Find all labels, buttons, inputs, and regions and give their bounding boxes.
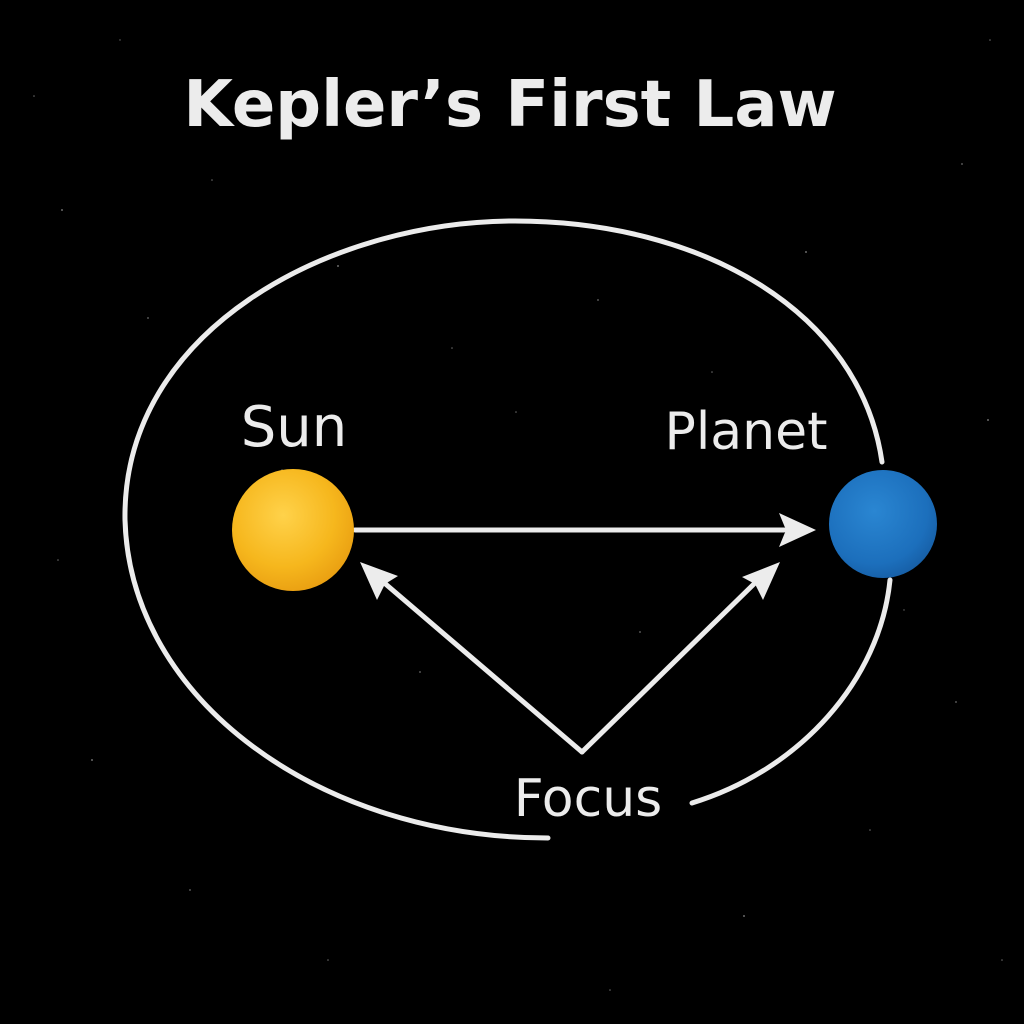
sun-to-planet-arrowhead xyxy=(779,513,816,547)
orbit-ellipse xyxy=(122,218,893,841)
focus-label: Focus xyxy=(514,769,663,829)
arrows xyxy=(352,513,816,755)
sun-label: Sun xyxy=(241,395,348,460)
focus-to-sun-arrow xyxy=(379,578,585,755)
focus-to-planet-arrow xyxy=(579,577,761,755)
sun-body xyxy=(232,469,354,591)
planet-label: Planet xyxy=(664,402,827,462)
focus-to-planet-arrowhead xyxy=(742,562,780,600)
diagram-title: Kepler’s First Law xyxy=(183,68,836,142)
focus-to-sun-arrowhead xyxy=(360,562,398,600)
planet-body xyxy=(829,470,937,578)
